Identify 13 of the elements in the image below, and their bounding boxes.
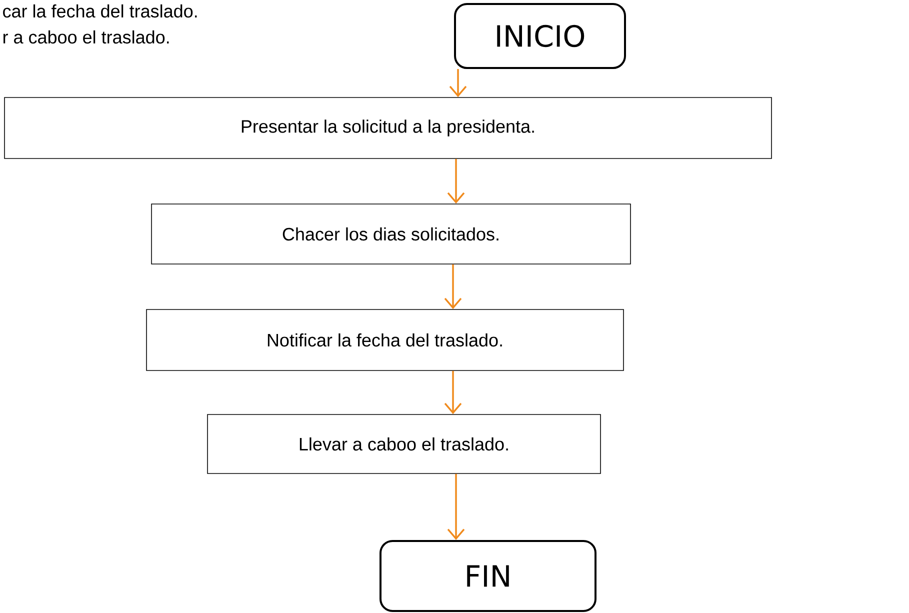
note-text: r a caboo el traslado. (3, 30, 169, 44)
note-text: car la fecha del traslado. (3, 4, 197, 18)
arrow (447, 474, 465, 540)
arrow (444, 264, 462, 310)
process-box: Llevar a caboo el traslado. (207, 414, 601, 474)
arrow (449, 69, 467, 98)
process-box: Chacer los dias solicitados. (151, 204, 631, 264)
arrow (444, 370, 462, 414)
terminal-box: INICIO (454, 3, 626, 69)
terminal-box: FIN (380, 540, 596, 612)
process-box: Presentar la solicitud a la presidenta. (4, 97, 772, 159)
process-box: Notificar la fecha del traslado. (146, 309, 624, 371)
arrow (447, 158, 465, 204)
